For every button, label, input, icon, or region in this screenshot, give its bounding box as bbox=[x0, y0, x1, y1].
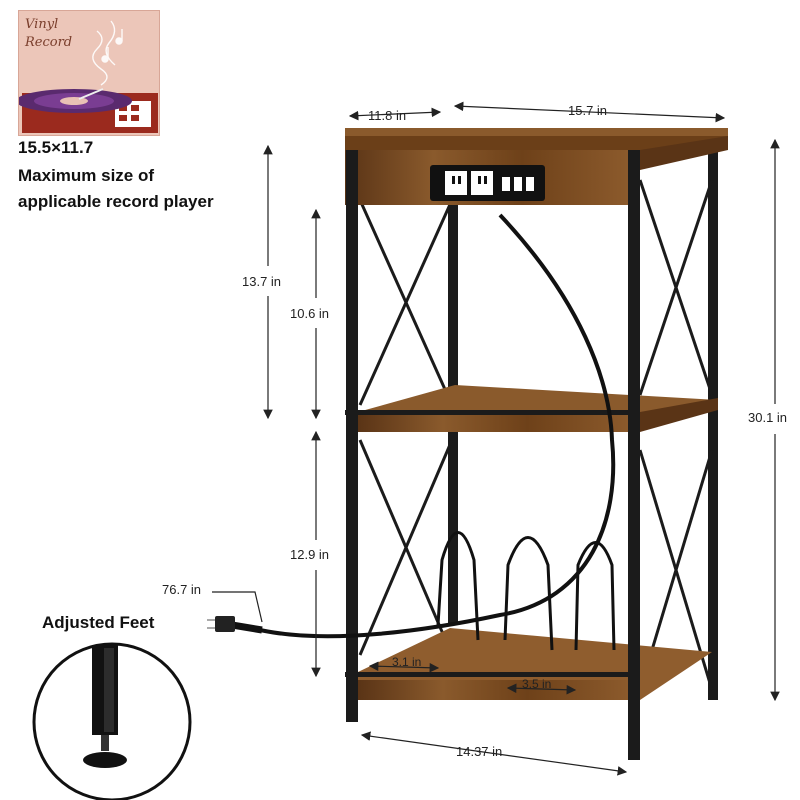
dim-bottom-width: 14.37 in bbox=[456, 744, 503, 759]
front-right-leg bbox=[628, 150, 640, 760]
dim-upper-section-height: 13.7 in bbox=[242, 274, 282, 289]
record-dividers bbox=[436, 531, 616, 651]
ac-socket-icon bbox=[445, 171, 467, 195]
usb-port-icon bbox=[514, 177, 522, 191]
dim-total-height: 30.1 in bbox=[748, 410, 788, 425]
dim-upper-shelf-clearance: 10.6 in bbox=[290, 306, 330, 321]
music-notes-icon bbox=[92, 20, 123, 86]
front-left-leg bbox=[346, 150, 358, 722]
left-x-brace bbox=[358, 199, 454, 656]
record-label-line2: Record bbox=[25, 35, 73, 50]
right-x-brace bbox=[638, 179, 714, 691]
dim-cord-length: 76.7 in bbox=[162, 582, 202, 597]
record-player-card: Vinyl Record bbox=[16, 10, 160, 136]
back-right-leg bbox=[708, 150, 718, 700]
power-cord bbox=[259, 213, 616, 639]
record-player-size: 15.5×11.7 bbox=[18, 138, 94, 157]
dim-top-depth: 11.8 in bbox=[368, 108, 407, 123]
record-player-caption-line2: applicable record player bbox=[18, 192, 214, 211]
dim-lower-shelf-clearance: 12.9 in bbox=[290, 547, 330, 562]
adjusted-feet-title: Adjusted Feet bbox=[42, 613, 155, 632]
usb-port-icon bbox=[502, 177, 510, 191]
plug-icon bbox=[215, 616, 235, 632]
ac-socket-icon bbox=[471, 171, 493, 195]
dim-divider-gap-left: 3.1 in bbox=[392, 655, 422, 669]
dim-top-width: 15.7 in bbox=[568, 103, 608, 118]
dim-divider-gap-right: 3.5 in bbox=[522, 677, 552, 691]
record-label-line1: Vinyl bbox=[25, 17, 59, 32]
usb-port-icon bbox=[526, 177, 534, 191]
record-player-caption-line1: Maximum size of bbox=[18, 166, 155, 185]
adjustable-foot-icon bbox=[83, 752, 127, 768]
record-player-illustration bbox=[16, 11, 159, 135]
